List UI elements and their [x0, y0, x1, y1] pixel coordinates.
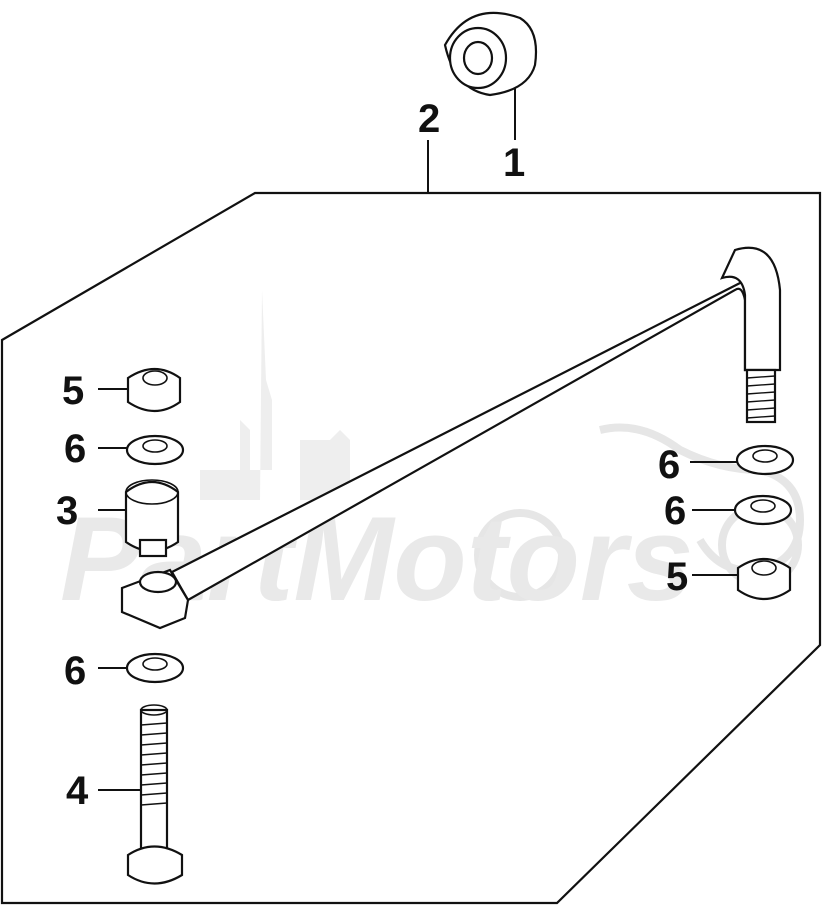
kit-frame [0, 191, 822, 905]
callout-1: 1 [503, 141, 525, 185]
part-1-bushing [443, 11, 538, 140]
callout-6-right-lower: 6 [664, 489, 686, 533]
callout-5-right: 5 [666, 555, 688, 599]
part-5-nut-upper-left [98, 367, 182, 413]
callout-3: 3 [56, 489, 78, 533]
callout-4: 4 [66, 769, 89, 813]
part-6-washer-right-upper [690, 444, 795, 476]
callout-6-lower-left: 6 [64, 649, 86, 693]
part-6-washer-lower-left [98, 652, 185, 684]
callout-6-upper-left: 6 [64, 427, 86, 471]
callout-6-right-upper: 6 [658, 443, 680, 487]
callout-2: 2 [418, 97, 440, 141]
part-6-washer-right-lower [692, 494, 793, 526]
part-2-stabilizer-rod [120, 246, 782, 630]
part-4-bolt [98, 704, 184, 885]
part-3-bushing [98, 479, 180, 558]
part-5-nut-right [692, 557, 792, 601]
callout-5-upper-left: 5 [62, 369, 84, 413]
part-6-washer-upper-left [98, 434, 185, 466]
